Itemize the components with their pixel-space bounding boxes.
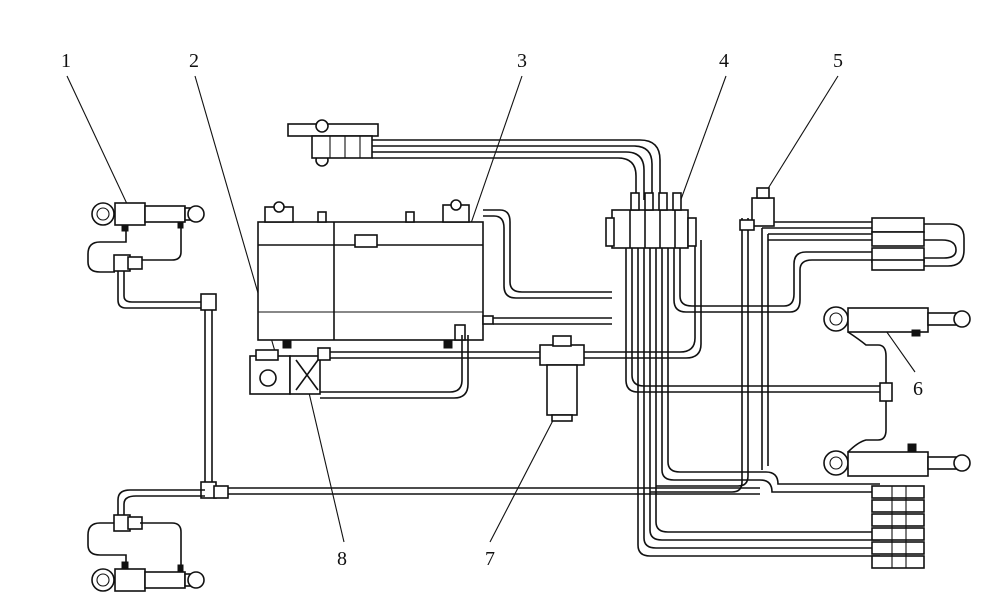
leader-5 [763,75,839,196]
callout-4: 4 [719,50,729,72]
filter-assembly [539,240,702,422]
valve-bundle [625,218,880,557]
return-line [483,209,612,293]
callout-labels: 1 2 3 4 5 6 7 8 [61,50,923,570]
relief-valve [739,187,775,231]
leader-1 [66,75,129,207]
callout-3: 3 [517,50,527,72]
multi-way-valve [605,192,697,249]
leader-4 [675,75,727,214]
callout-6: 6 [913,378,923,400]
leader-6 [883,327,916,373]
leader-8 [305,379,345,543]
cylinder-right-upper [823,306,971,385]
callout-1: 1 [61,50,71,72]
cylinder-lower-left [91,561,205,592]
callout-5: 5 [833,50,843,72]
callout-2: 2 [189,50,199,72]
callout-8: 8 [337,548,347,570]
quick-couplers-top [871,217,965,271]
leader-7 [489,402,563,543]
quick-couplers-bottom [871,485,925,569]
callout-7: 7 [485,548,495,570]
hydraulic-tank [257,199,494,349]
cylinder-right-lower [823,382,971,477]
cylinder-upper-left [91,202,205,232]
pump-assembly [249,335,540,399]
control-levers [287,119,661,200]
left-piping [87,228,760,565]
